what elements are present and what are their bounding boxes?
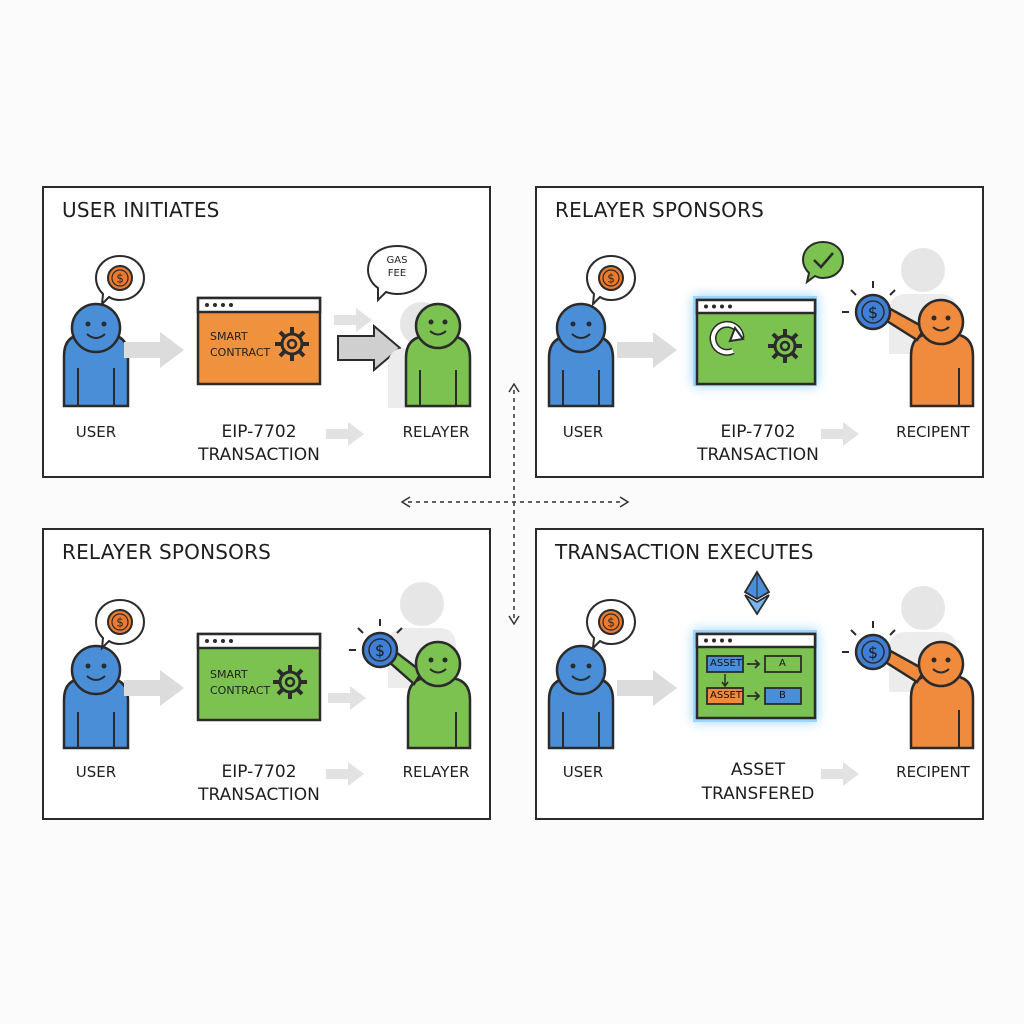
svg-text:$: $ <box>868 643 878 662</box>
svg-text:$: $ <box>116 616 124 630</box>
currency-symbol: $ <box>116 272 124 286</box>
left-actor-label: USER <box>75 423 117 441</box>
svg-text:$: $ <box>375 641 385 660</box>
target-box-b <box>764 687 802 705</box>
check-icon <box>813 252 834 269</box>
asset-box-top <box>706 655 744 673</box>
panel-art: $ <box>547 570 975 786</box>
panel-title: TRANSACTION EXECUTES <box>555 540 814 564</box>
refresh-icon <box>709 320 745 356</box>
svg-text:$: $ <box>607 272 615 286</box>
panel-user-initiates: USER INITIATES $ <box>42 186 491 478</box>
coin-bubble: $ <box>94 598 146 651</box>
right-actor-label: RECIPENT <box>896 763 970 781</box>
middle-label-line2: TRANSACTION <box>198 445 320 465</box>
user-figure <box>62 644 130 750</box>
panel-transaction-executes: TRANSACTION EXECUTES $ <box>535 528 984 820</box>
middle-label-line1: EIP-7702 <box>221 762 297 782</box>
target-box-a <box>764 655 802 673</box>
middle-label-line1: ASSET <box>730 760 786 780</box>
asset-label-bottom: ASSET <box>710 690 742 701</box>
middle-label-line2: TRANSACTION <box>697 445 819 465</box>
right-actor-label: RECIPENT <box>896 423 970 441</box>
contract-text-line2: CONTRACT <box>210 346 271 359</box>
connector-arrowhead-right <box>619 496 630 508</box>
relayer-figure <box>404 302 472 408</box>
panel-title: RELAYER SPONSORS <box>62 540 272 564</box>
asset-window-glowing <box>693 630 817 722</box>
coin-bubble: $ <box>94 254 146 307</box>
left-actor-label: USER <box>562 423 604 441</box>
connector-arrowhead-up <box>508 382 520 393</box>
middle-label-line1: EIP-7702 <box>720 422 796 442</box>
panel-relayer-sponsors-top: RELAYER SPONSORS $ <box>535 186 984 478</box>
panel-relayer-sponsors-bottom: RELAYER SPONSORS $ <box>42 528 491 820</box>
panel-title: USER INITIATES <box>62 198 220 222</box>
middle-label-line2: TRANSACTION <box>198 785 320 805</box>
gas-fee-bubble <box>366 244 428 303</box>
left-actor-label: USER <box>75 763 117 781</box>
contract-text-line2: CONTRACT <box>210 684 271 697</box>
panel-art: $ <box>547 240 975 446</box>
connector-arrowhead-left <box>400 496 411 508</box>
svg-text:$: $ <box>868 303 878 322</box>
smart-contract-window <box>196 296 322 386</box>
panel-art: $ $ <box>62 582 472 786</box>
user-figure <box>547 644 615 750</box>
panel-title: RELAYER SPONSORS <box>555 198 765 222</box>
left-actor-label: USER <box>562 763 604 781</box>
connector-arrowhead-down <box>508 615 520 626</box>
user-figure <box>62 302 130 408</box>
contract-text-line1: SMART <box>210 668 248 681</box>
right-actor-label: RELAYER <box>402 423 470 441</box>
coin-bubble: $ <box>585 254 637 307</box>
smart-contract-window <box>196 632 322 722</box>
blue-coin: $ <box>349 619 403 669</box>
middle-label-line1: EIP-7702 <box>221 422 297 442</box>
asset-box-bottom <box>706 687 744 705</box>
blue-coin: $ <box>842 621 896 671</box>
send-arrow <box>337 323 402 373</box>
coin-bubble: $ <box>585 598 637 651</box>
relayer-figure <box>378 640 472 750</box>
check-bubble <box>801 240 845 285</box>
asset-label-top: ASSET <box>710 658 742 669</box>
right-actor-label: RELAYER <box>402 763 470 781</box>
ethereum-icon <box>743 570 771 616</box>
gas-fee-line1: GAS <box>386 255 408 266</box>
user-figure <box>547 302 615 408</box>
contract-window-glowing <box>693 296 817 386</box>
svg-text:$: $ <box>607 616 615 630</box>
contract-text-line1: SMART <box>210 330 248 343</box>
gas-fee-line2: FEE <box>387 268 407 279</box>
target-label-a: A <box>779 658 786 669</box>
middle-label-line2: TRANSFERED <box>701 784 815 804</box>
panel-art: $ <box>62 244 472 446</box>
recipient-figure <box>877 298 975 408</box>
blue-coin: $ <box>842 281 896 331</box>
target-label-b: B <box>779 690 786 701</box>
